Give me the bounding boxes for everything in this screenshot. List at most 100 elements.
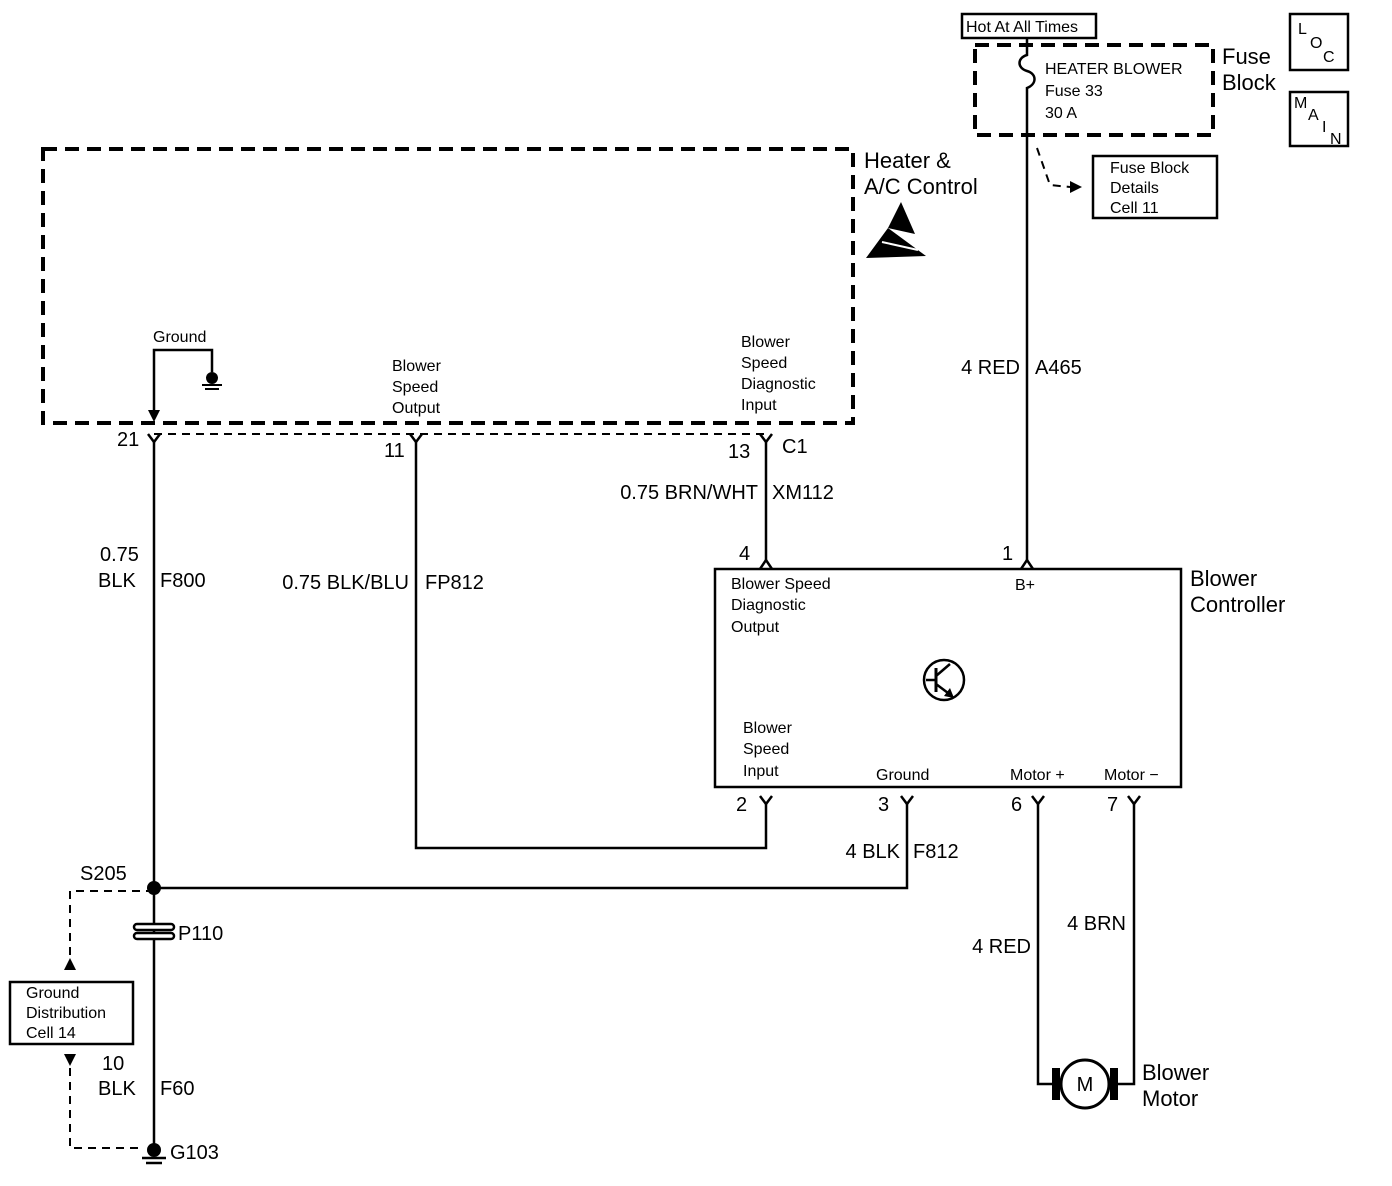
pin-21-terminal bbox=[147, 433, 161, 445]
pin-6-terminal bbox=[1031, 795, 1045, 807]
hvac-control-title-2: A/C Control bbox=[864, 174, 978, 199]
blower-speed-diag-input-3: Diagnostic bbox=[741, 376, 816, 393]
hvac-control-outline bbox=[41, 147, 855, 425]
motor-symbol: M bbox=[1077, 1074, 1094, 1096]
fuse-number: Fuse 33 bbox=[1045, 83, 1103, 100]
motor-plus-label: Motor + bbox=[1010, 767, 1065, 784]
pin-1-terminal bbox=[1019, 557, 1035, 570]
internal-ground-label: Ground bbox=[153, 329, 206, 346]
transistor-icon bbox=[922, 658, 966, 702]
ground-distribution-line-1: Ground bbox=[26, 985, 79, 1002]
blower-controller-title-1: Blower bbox=[1190, 566, 1257, 591]
fuse-name: HEATER BLOWER bbox=[1045, 61, 1183, 78]
main-letter-i: I bbox=[1322, 119, 1326, 136]
main-letter-m: M bbox=[1294, 95, 1307, 112]
main-icon: M A I N bbox=[1288, 90, 1350, 148]
connector-p110-icon bbox=[132, 922, 176, 941]
wire-xm112-size-color: 0.75 BRN/WHT bbox=[620, 482, 758, 504]
motor-minus-label: Motor − bbox=[1104, 767, 1159, 784]
blower-motor-title-2: Motor bbox=[1142, 1086, 1198, 1111]
pin-3: 3 bbox=[878, 794, 889, 816]
wire-f800-circuit: F800 bbox=[160, 570, 206, 592]
blower-speed-output-1: Blower bbox=[392, 358, 442, 375]
ground-g103-icon bbox=[142, 1143, 166, 1165]
hot-at-all-times-label: Hot At All Times bbox=[966, 19, 1078, 36]
wire-f60-color: BLK bbox=[98, 1078, 136, 1100]
b-plus-label: B+ bbox=[1015, 577, 1035, 594]
blower-speed-diag-input-1: Blower bbox=[741, 334, 791, 351]
blower-motor-icon: M bbox=[1052, 1058, 1118, 1110]
internal-ground-icon bbox=[202, 372, 222, 390]
wire-f812 bbox=[154, 804, 909, 890]
loc-letter-c: C bbox=[1323, 49, 1335, 66]
wire-f812-size-color: 4 BLK bbox=[846, 841, 901, 863]
main-letter-a: A bbox=[1308, 107, 1319, 124]
ground-distribution-pointer-lower bbox=[69, 1068, 140, 1149]
details-line-2: Details bbox=[1110, 180, 1159, 197]
blower-speed-output-2: Speed bbox=[392, 379, 438, 396]
wire-fp812-size-color: 0.75 BLK/BLU bbox=[282, 572, 409, 594]
details-line-1: Fuse Block bbox=[1110, 160, 1190, 177]
loc-icon: L O C bbox=[1288, 12, 1350, 72]
pin-7: 7 bbox=[1107, 794, 1118, 816]
wire-a465-size-color: 4 RED bbox=[961, 357, 1020, 379]
fuse-block-outline bbox=[973, 43, 1215, 137]
wire-motor-negative-label: 4 BRN bbox=[1067, 913, 1126, 935]
details-line-3: Cell 11 bbox=[1110, 200, 1159, 217]
blower-speed-diag-input-2: Speed bbox=[741, 355, 787, 372]
pin-13-terminal bbox=[759, 433, 773, 445]
ground-distribution-line-3: Cell 14 bbox=[26, 1025, 76, 1042]
pin-11-terminal bbox=[409, 433, 423, 445]
hot-at-all-times-label-box: Hot At All Times bbox=[960, 12, 1098, 40]
esd-warning-icon bbox=[866, 202, 926, 258]
blower-motor-title-1: Blower bbox=[1142, 1060, 1209, 1085]
pin-1: 1 bbox=[1002, 543, 1013, 565]
wire-a465-circuit: A465 bbox=[1035, 357, 1082, 379]
wire-motor-positive bbox=[1036, 804, 1056, 1086]
diag-output-2: Diagnostic bbox=[731, 597, 806, 614]
pin-7-terminal bbox=[1127, 795, 1141, 807]
pin-6: 6 bbox=[1011, 794, 1022, 816]
ground-distribution-pointer bbox=[69, 890, 154, 960]
diag-output-1: Blower Speed bbox=[731, 576, 831, 593]
wire-motor-positive-label: 4 RED bbox=[972, 936, 1031, 958]
wire-f812-circuit: F812 bbox=[913, 841, 959, 863]
connector-c1-label: C1 bbox=[782, 436, 808, 458]
wire-f800-size: 0.75 bbox=[100, 544, 139, 566]
wire-xm112-circuit: XM112 bbox=[772, 482, 834, 504]
fuse-icon bbox=[1018, 38, 1036, 100]
wire-motor-negative bbox=[1116, 804, 1136, 1086]
speed-input-1: Blower bbox=[743, 720, 793, 737]
main-letter-n: N bbox=[1330, 131, 1342, 148]
fuse-block-title-2: Block bbox=[1222, 70, 1277, 95]
fuse-block-details-pointer: Fuse Block Details Cell 11 bbox=[1036, 147, 1219, 220]
blower-speed-output-3: Output bbox=[392, 400, 441, 417]
blower-speed-diag-input-4: Input bbox=[741, 397, 777, 414]
pin-11: 11 bbox=[384, 440, 405, 462]
pin-4-terminal bbox=[758, 557, 774, 570]
wire-fp812 bbox=[414, 442, 768, 850]
wire-f60-size: 10 bbox=[102, 1053, 124, 1075]
pin-13: 13 bbox=[728, 441, 750, 463]
speed-input-2: Speed bbox=[743, 741, 789, 758]
ground-distribution-line-2: Distribution bbox=[26, 1005, 106, 1022]
speed-input-3: Input bbox=[743, 763, 779, 780]
hvac-control-title-1: Heater & bbox=[864, 148, 951, 173]
pin-3-terminal bbox=[900, 795, 914, 807]
pin-21: 21 bbox=[117, 429, 139, 451]
splice-s205-label: S205 bbox=[80, 863, 127, 885]
pin-4: 4 bbox=[739, 543, 750, 565]
fuse-block-title-1: Fuse bbox=[1222, 44, 1271, 69]
wire-fp812-circuit: FP812 bbox=[425, 572, 484, 594]
wire-f60-circuit: F60 bbox=[160, 1078, 194, 1100]
loc-letter-l: L bbox=[1298, 21, 1307, 38]
pin-2-terminal bbox=[759, 795, 773, 807]
diag-output-3: Output bbox=[731, 619, 780, 636]
fuse-rating: 30 A bbox=[1045, 105, 1077, 122]
pin-2: 2 bbox=[736, 794, 747, 816]
controller-ground-label: Ground bbox=[876, 767, 929, 784]
blower-controller-title-2: Controller bbox=[1190, 592, 1285, 617]
wire-f800-color: BLK bbox=[98, 570, 136, 592]
loc-letter-o: O bbox=[1310, 35, 1322, 52]
